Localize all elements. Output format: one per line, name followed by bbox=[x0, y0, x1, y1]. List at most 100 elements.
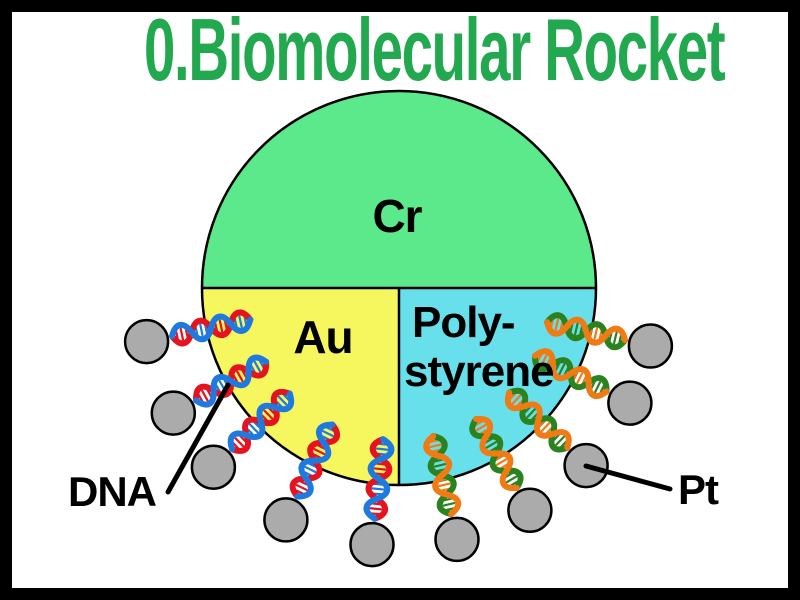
dna-helix-5 bbox=[423, 433, 462, 518]
dna-rung bbox=[560, 440, 568, 448]
dna-rung bbox=[489, 446, 498, 453]
sector-au bbox=[202, 288, 399, 485]
dna-rung bbox=[224, 320, 228, 330]
pt-sphere-0 bbox=[123, 318, 170, 365]
dna-rung bbox=[511, 394, 522, 405]
dna-rung bbox=[218, 319, 224, 333]
pt-sphere-2 bbox=[190, 444, 237, 490]
dna-rung bbox=[554, 362, 561, 372]
dna-rung bbox=[445, 507, 455, 512]
dna-rung bbox=[523, 406, 531, 414]
dna-helix-1 bbox=[193, 354, 270, 408]
dna-rung bbox=[199, 323, 204, 337]
dna-strand-b bbox=[193, 354, 270, 408]
dna-rung bbox=[236, 370, 244, 383]
dna-helix-7 bbox=[504, 387, 572, 453]
dna-rung bbox=[204, 324, 209, 334]
dna-rung bbox=[215, 384, 221, 393]
dna-rung bbox=[563, 367, 569, 376]
dna-rung bbox=[509, 392, 517, 400]
dna-rung bbox=[321, 435, 331, 441]
dna-helix-4 bbox=[363, 436, 395, 522]
dna-rung bbox=[599, 385, 605, 394]
dna-helix-9 bbox=[544, 312, 629, 351]
dna-rung bbox=[540, 421, 551, 433]
dna-rung bbox=[371, 502, 381, 506]
dna-rung bbox=[376, 452, 387, 456]
dna-rung bbox=[201, 389, 209, 402]
dna-rung bbox=[594, 381, 602, 394]
sector-label-polystyrene-line1: Poly- bbox=[412, 298, 515, 347]
dna-callout-line bbox=[165, 382, 231, 495]
sector-label-cr: Cr bbox=[372, 190, 422, 242]
dna-strand-b bbox=[423, 433, 462, 518]
sector-cr bbox=[202, 91, 596, 288]
pt-sphere-8 bbox=[607, 380, 653, 426]
dna-rung bbox=[494, 454, 504, 461]
dna-rung bbox=[214, 322, 218, 332]
dna-rung bbox=[516, 399, 524, 407]
dna-rung bbox=[370, 512, 380, 516]
dna-rung bbox=[233, 318, 238, 328]
dna-rung bbox=[438, 478, 448, 482]
dna-rung bbox=[317, 444, 326, 450]
dna-rung bbox=[576, 372, 584, 385]
dna-rung bbox=[179, 327, 185, 341]
dna-rung bbox=[545, 426, 553, 435]
dna-rung bbox=[234, 437, 245, 448]
dna-strand-b bbox=[294, 421, 336, 500]
dna-rung bbox=[540, 354, 548, 367]
dna-rung bbox=[263, 409, 274, 420]
dna-rung bbox=[282, 393, 290, 401]
dna-helix-6 bbox=[469, 415, 524, 491]
dna-rung bbox=[475, 423, 488, 432]
dna-rung bbox=[474, 420, 483, 427]
dna-rung bbox=[304, 466, 317, 474]
dna-rung bbox=[443, 497, 453, 502]
dna-rung bbox=[299, 480, 309, 486]
dna-strand-b bbox=[504, 389, 572, 451]
dna-rung bbox=[441, 487, 451, 492]
sector-label-au: Au bbox=[293, 311, 352, 363]
dna-rung bbox=[253, 421, 261, 429]
dna-rung bbox=[573, 322, 579, 336]
dna-rung bbox=[558, 363, 566, 376]
dna-rung bbox=[612, 331, 618, 345]
dna-rung bbox=[510, 480, 519, 487]
dna-rung bbox=[618, 334, 623, 344]
dna-rung bbox=[246, 428, 254, 436]
pt-callout-line bbox=[583, 463, 673, 492]
dna-rung bbox=[239, 435, 247, 443]
dna-rung bbox=[429, 439, 439, 443]
pt-sphere-5 bbox=[434, 516, 480, 563]
dna-rung bbox=[442, 501, 456, 507]
pt-sphere-9 bbox=[627, 323, 674, 369]
dna-strand-b bbox=[363, 436, 395, 522]
dna-rung bbox=[545, 358, 552, 367]
dna-rung bbox=[504, 472, 514, 478]
dna-rung bbox=[436, 468, 446, 473]
dna-rung bbox=[559, 321, 564, 331]
dna-rung bbox=[485, 440, 498, 449]
dna-rung bbox=[371, 487, 385, 491]
dna-rung bbox=[369, 507, 383, 511]
dna-rung bbox=[373, 482, 383, 486]
dna-strand-b bbox=[473, 415, 520, 491]
dna-rung bbox=[377, 442, 388, 446]
dna-rung bbox=[375, 447, 389, 451]
dna-rung bbox=[184, 328, 189, 338]
dna-rung bbox=[538, 419, 546, 428]
dna-rung bbox=[531, 413, 539, 421]
dna-rung bbox=[373, 467, 387, 471]
dna-rung bbox=[550, 318, 554, 328]
dna-rung bbox=[375, 462, 386, 466]
dna-rung bbox=[589, 327, 593, 337]
dna-rung bbox=[428, 443, 442, 449]
dna-helix-0 bbox=[169, 309, 254, 347]
dna-rung bbox=[250, 364, 256, 374]
dna-rung bbox=[206, 389, 213, 398]
diagram-shapes bbox=[123, 89, 674, 568]
diagram-labels: Cr Au Poly- styrene DNA Pt bbox=[68, 190, 720, 515]
dna-rung bbox=[268, 407, 276, 415]
